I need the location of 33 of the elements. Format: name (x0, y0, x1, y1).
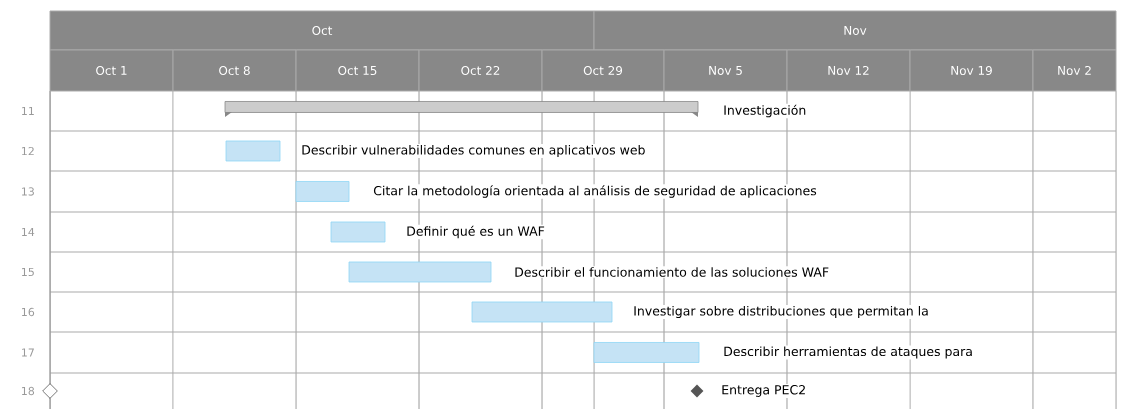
week-header: Nov 12 (786, 49, 911, 92)
row-number: 16 (22, 307, 35, 317)
task-label: Describir vulnerabilidades comunes en aplicativos web (300, 143, 647, 159)
task-bar (593, 342, 700, 363)
task-label: Describir herramientas de ataques para (722, 345, 974, 360)
week-header: Nov 2 (1032, 49, 1117, 92)
row-number: 12 (22, 146, 34, 156)
row-number: 13 (22, 187, 34, 196)
row-number: 14 (22, 228, 35, 236)
task-label: Definir qué es un WAF (405, 224, 546, 240)
task-label: Citar la metodología orientada al análisis de seguridad de aplicaciones (372, 184, 818, 199)
milestone-diamond (690, 384, 704, 398)
task-bar (295, 181, 350, 202)
task-label: Entrega PEC2 (720, 384, 808, 398)
week-header: Oct 29 (541, 49, 665, 92)
week-header: Oct 8 (172, 49, 297, 92)
week-header: Oct 1 (49, 49, 174, 92)
week-header: Nov 5 (663, 49, 788, 92)
task-bar (348, 261, 492, 283)
task-bar (471, 301, 613, 323)
row-number: 15 (22, 267, 34, 277)
row-number: 17 (22, 348, 34, 357)
task-bar (330, 221, 386, 243)
task-bar (225, 140, 281, 162)
start-diamond (42, 383, 58, 399)
week-header: Oct 22 (418, 49, 543, 92)
row-number: 11 (22, 107, 34, 115)
task-label: Investigación (722, 103, 808, 119)
summary-bar (224, 101, 699, 117)
task-label: Describir el funcionamiento de las soluciones WAF (513, 266, 831, 278)
week-header: Oct 15 (295, 49, 420, 92)
week-header: Nov 19 (909, 49, 1034, 92)
task-label: Investigar sobre distribuciones que permitan la (632, 304, 930, 320)
